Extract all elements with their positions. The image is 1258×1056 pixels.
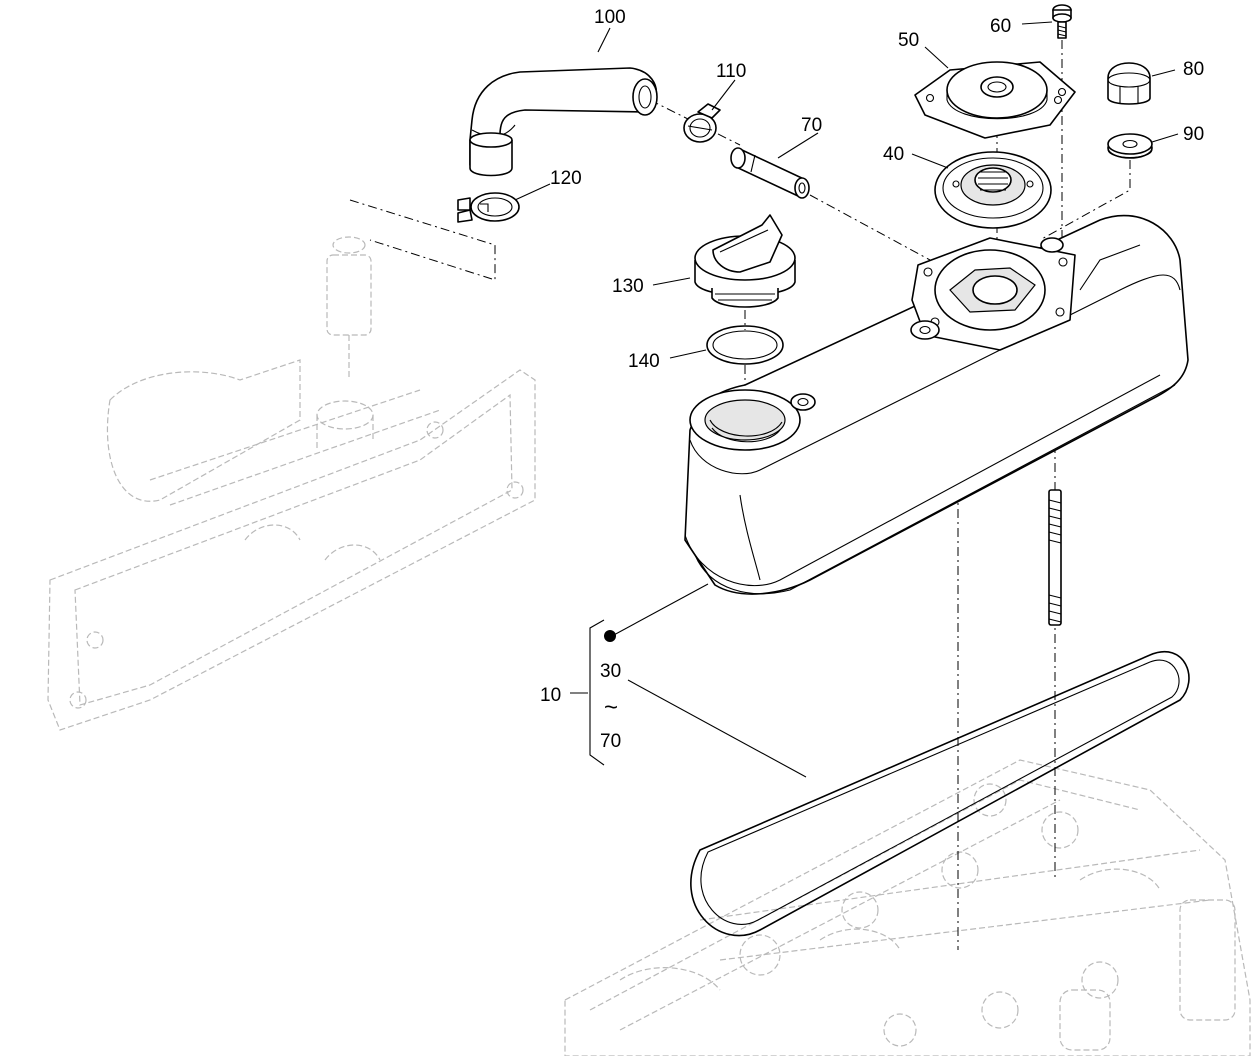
screw [1052,4,1072,39]
range-end-70: 70 [600,731,621,752]
callout-90: 90 [1183,124,1204,145]
callout-10: 10 [540,685,561,706]
callout-60: 60 [990,16,1011,37]
cylinder-head-ghost [564,759,1251,1056]
valve-cover [684,214,1189,595]
breather-hose [469,67,658,177]
breather-fitting-ghost [326,236,372,380]
oil-filler-cap [694,214,796,308]
range-separator: ~ [604,694,618,721]
connector-pipe [730,147,810,199]
callout-70-pipe: 70 [801,115,822,136]
breather-cover-plate [914,61,1076,139]
callout-100: 100 [594,7,626,28]
breather-valve [934,151,1052,229]
callout-80: 80 [1183,59,1204,80]
callout-40: 40 [883,144,904,165]
stud-bolt [1048,489,1062,626]
callout-130: 130 [612,276,644,297]
intake-manifold-ghost [47,359,536,731]
callout-140: 140 [628,351,660,372]
callout-120: 120 [550,168,582,189]
valve-cover-gasket [690,651,1190,937]
bullet-marker [604,630,616,642]
callout-50: 50 [898,30,919,51]
callout-110: 110 [716,61,746,82]
cap-nut [1107,62,1151,105]
o-ring [706,325,784,365]
leader-lines [514,21,1179,778]
hose-clamp-upper [683,103,721,143]
hose-clamp-lower [457,192,520,223]
range-start-30: 30 [600,661,621,682]
washer [1107,133,1153,159]
